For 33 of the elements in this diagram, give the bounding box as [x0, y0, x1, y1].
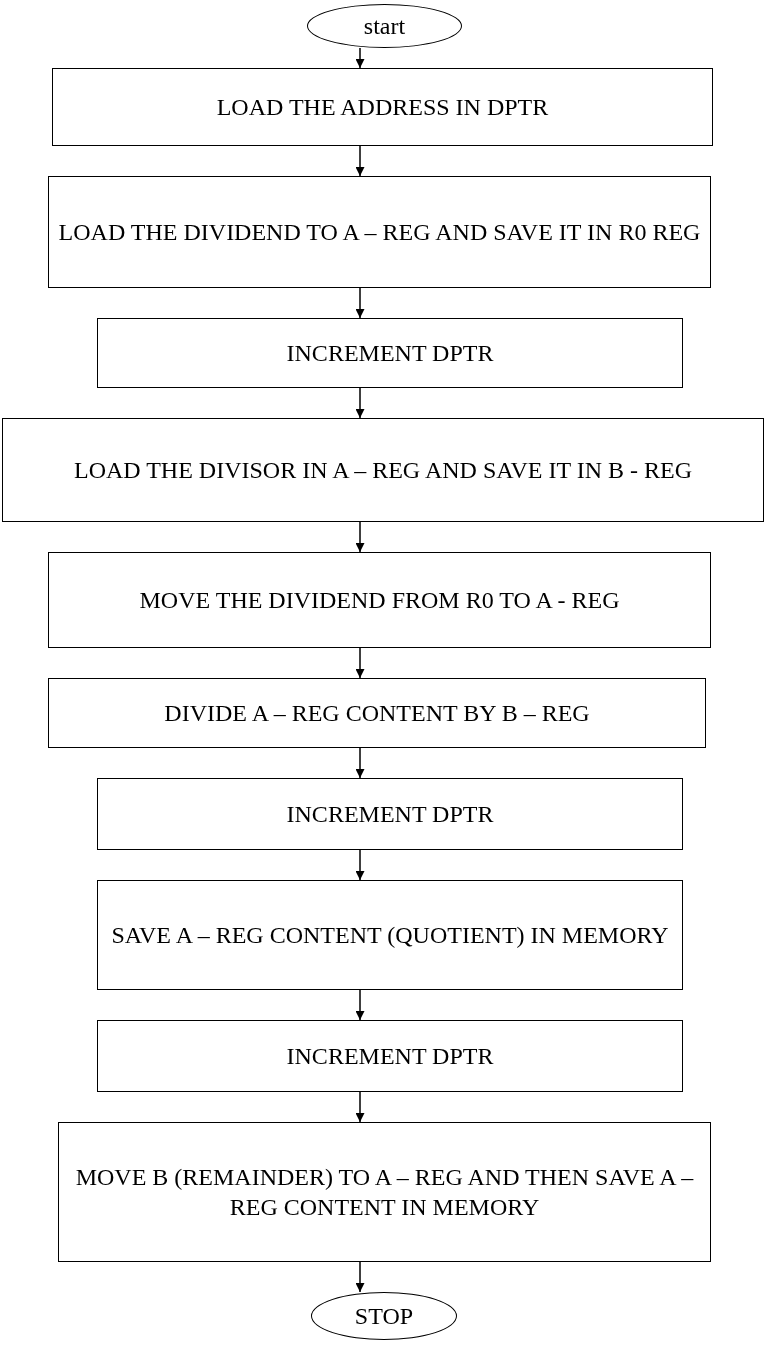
arrow	[355, 747, 365, 779]
step-text: INCREMENT DPTR	[286, 800, 494, 829]
step-text: LOAD THE DIVISOR IN A – REG AND SAVE IT IN B - REG	[74, 456, 692, 485]
arrow	[355, 849, 365, 881]
step-text: MOVE THE DIVIDEND FROM R0 TO A - REG	[139, 586, 620, 615]
process-box	[97, 880, 683, 990]
step-text: SAVE A – REG CONTENT (QUOTIENT) IN MEMORY	[111, 921, 669, 950]
step-text: LOAD THE ADDRESS IN DPTR	[216, 93, 549, 122]
step-text: MOVE B (REMAINDER) TO A – REG AND THEN SAVE A – REG CONTENT IN MEMORY	[74, 1163, 695, 1222]
process-box	[52, 68, 713, 146]
process-box	[48, 678, 706, 748]
step-text: LOAD THE DIVIDEND TO A – REG AND SAVE IT IN R0 REG	[58, 218, 701, 247]
arrow	[355, 1261, 365, 1293]
arrow	[355, 145, 365, 177]
step-text: INCREMENT DPTR	[286, 339, 494, 368]
process-box	[48, 552, 711, 648]
process-box	[97, 318, 683, 388]
arrow	[355, 387, 365, 419]
step-text: start	[363, 12, 406, 41]
arrow	[355, 1091, 365, 1123]
step-text: INCREMENT DPTR	[286, 1042, 494, 1071]
step-text: STOP	[354, 1302, 414, 1331]
process-box	[97, 778, 683, 850]
process-box	[2, 418, 764, 522]
process-box	[97, 1020, 683, 1092]
arrow	[355, 647, 365, 679]
arrow	[355, 521, 365, 553]
step-text: DIVIDE A – REG CONTENT BY B – REG	[164, 699, 590, 728]
arrow	[355, 287, 365, 319]
process-box	[48, 176, 711, 288]
process-box	[58, 1122, 711, 1262]
arrow	[355, 47, 365, 69]
arrow	[355, 989, 365, 1021]
